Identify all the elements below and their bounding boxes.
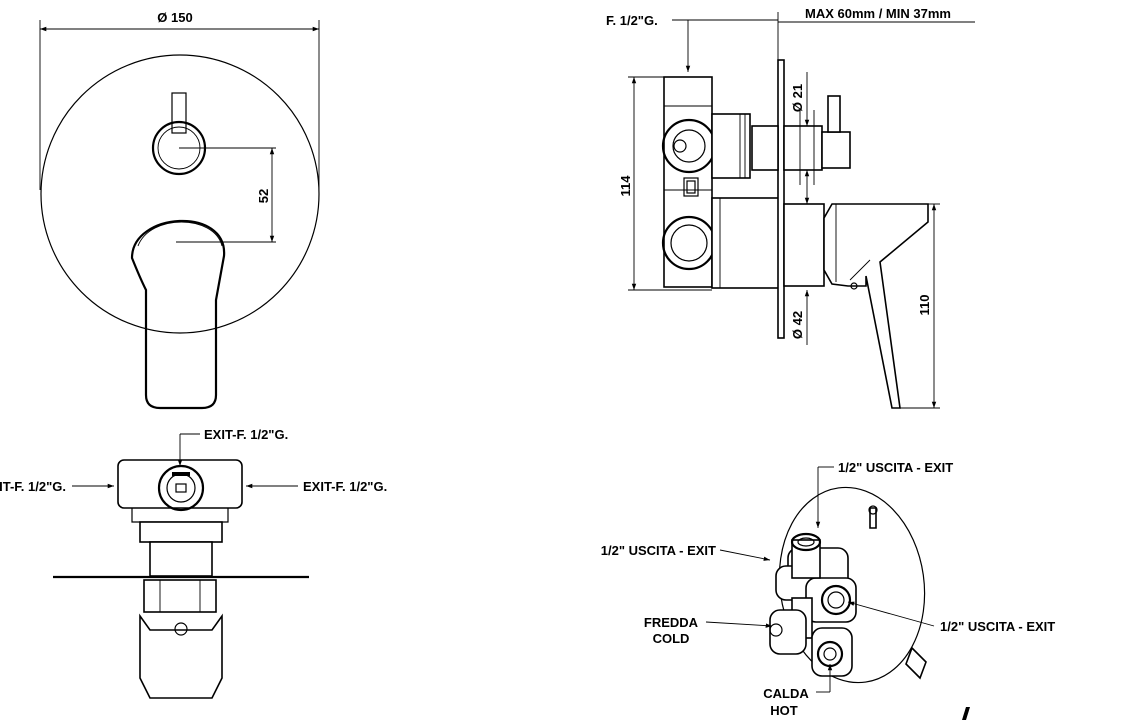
left-exit-label: EXIT-F. 1/2"G. xyxy=(0,479,66,494)
flange-dia-label: Ø 42 xyxy=(790,311,805,339)
diverter-knob xyxy=(151,92,276,176)
lever-side xyxy=(783,203,929,409)
iso-right-exit-label: 1/2" USCITA - EXIT xyxy=(940,619,1055,634)
diameter-label: Ø 150 xyxy=(157,10,192,25)
lever-handle xyxy=(130,219,276,410)
front-view: Ø 150 52 xyxy=(39,10,320,410)
right-exit-label: EXIT-F. 1/2"G. xyxy=(303,479,387,494)
hot-label-1: CALDA xyxy=(763,686,809,701)
wall-depth-label: MAX 60mm / MIN 37mm xyxy=(805,6,951,21)
top-exit-port xyxy=(157,464,205,512)
top-view: EXIT-F. 1/2"G. EXIT-F. 1/2"G. EXIT-F. 1/… xyxy=(0,427,387,699)
cold-label-1: FREDDA xyxy=(644,615,699,630)
valve-body-side xyxy=(661,76,783,289)
lever-height-label: 110 xyxy=(917,295,932,316)
iso-view: 1/2" USCITA - EXIT 1/2" USCITA - EXIT 1/… xyxy=(601,460,1055,720)
height-label: 114 xyxy=(618,175,633,197)
top-exit-label: EXIT-F. 1/2"G. xyxy=(204,427,288,442)
diverter-stem xyxy=(751,95,851,185)
iso-top-exit-label: 1/2" USCITA - EXIT xyxy=(838,460,953,475)
side-view: F. 1/2"G. MAX 60mm / MIN 37mm xyxy=(606,6,975,409)
stray-mark xyxy=(962,707,970,720)
cover-plate xyxy=(40,54,320,334)
cold-label-2: COLD xyxy=(653,631,690,646)
iso-left-exit-label: 1/2" USCITA - EXIT xyxy=(601,543,716,558)
spacing-label: 52 xyxy=(256,189,271,203)
lever-dia-label: Ø 21 xyxy=(790,84,805,112)
wall-plate xyxy=(777,59,785,339)
inlet-label: F. 1/2"G. xyxy=(606,13,658,28)
hot-label-2: HOT xyxy=(770,703,798,718)
